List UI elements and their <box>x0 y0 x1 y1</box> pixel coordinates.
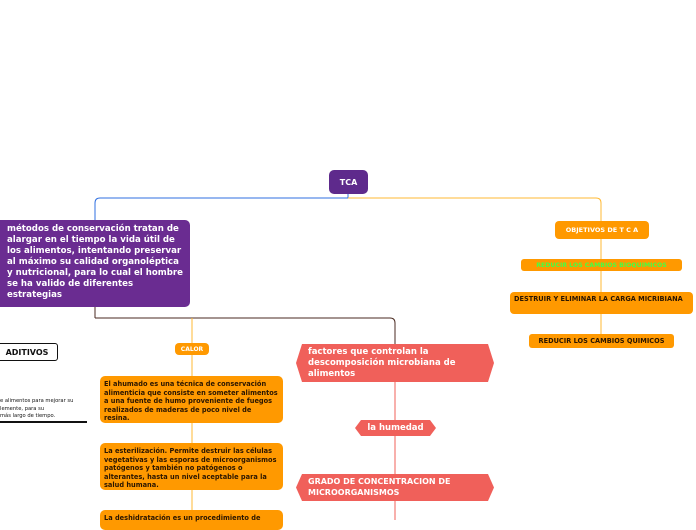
aditivos-line-1: e alimentos para mejorar su <box>0 398 74 404</box>
calor-label: CALOR <box>180 345 204 353</box>
objective-item-microbial[interactable]: DESTRUIR Y ELIMINAR LA CARGA MICRIBIANA <box>510 292 693 314</box>
calor-item-esterilizacion[interactable]: La esterilización. Permite destruir las … <box>100 443 283 490</box>
aditivos-label: ADITIVOS <box>5 347 49 357</box>
connector-main-horizontal <box>95 317 396 344</box>
calor-item-ahumado[interactable]: El ahumado es una técnica de conservació… <box>100 376 283 423</box>
objective-item-biochemical[interactable]: REDUCIR LOS CAMBIOS BIOQUIMICOS <box>521 259 682 271</box>
grado-label: GRADO DE CONCENTRACION DE MICROORGANISMO… <box>308 477 451 497</box>
objective-item-chemical[interactable]: REDUCIR LOS CAMBIOS QUIMICOS <box>529 334 674 348</box>
humedad-label: la humedad <box>367 423 424 433</box>
aditivos-description: e alimentos para mejorar su lemente, par… <box>0 398 88 421</box>
connector-root-right <box>348 197 602 221</box>
calor-node[interactable]: CALOR <box>175 343 209 355</box>
root-node[interactable]: TCA <box>329 170 368 194</box>
calor-item-text: La esterilización. Permite destruir las … <box>104 447 277 490</box>
objective-item-label: DESTRUIR Y ELIMINAR LA CARGA MICRIBIANA <box>514 295 683 303</box>
objective-item-label: REDUCIR LOS CAMBIOS QUIMICOS <box>538 337 665 345</box>
aditivos-node[interactable]: ADITIVOS <box>0 343 58 361</box>
grado-node[interactable]: GRADO DE CONCENTRACION DE MICROORGANISMO… <box>296 474 494 501</box>
objectives-node[interactable]: OBJETIVOS DE T C A <box>555 221 649 239</box>
aditivos-line-2: lemente, para su <box>0 405 45 412</box>
aditivos-line-3: más largo de tiempo. <box>0 413 56 420</box>
connector-root-left <box>94 197 348 220</box>
main-branch-node[interactable]: métodos de conservación tratan de alarga… <box>0 220 190 307</box>
calor-item-deshidratacion[interactable]: La deshidratación es un procedimiento de <box>100 510 283 530</box>
aditivos-underline <box>0 421 87 423</box>
root-label: TCA <box>339 177 358 187</box>
objective-item-label: REDUCIR LOS CAMBIOS BIOQUIMICOS <box>536 261 667 269</box>
objectives-label: OBJETIVOS DE T C A <box>565 226 639 234</box>
factores-label: factores que controlan la descomposición… <box>308 346 456 379</box>
calor-item-text: La deshidratación es un procedimiento de <box>104 514 261 522</box>
main-branch-text: métodos de conservación tratan de alarga… <box>7 224 183 300</box>
factores-node[interactable]: factores que controlan la descomposición… <box>296 344 494 382</box>
calor-item-text: El ahumado es una técnica de conservació… <box>104 380 278 423</box>
humedad-node[interactable]: la humedad <box>355 420 436 436</box>
